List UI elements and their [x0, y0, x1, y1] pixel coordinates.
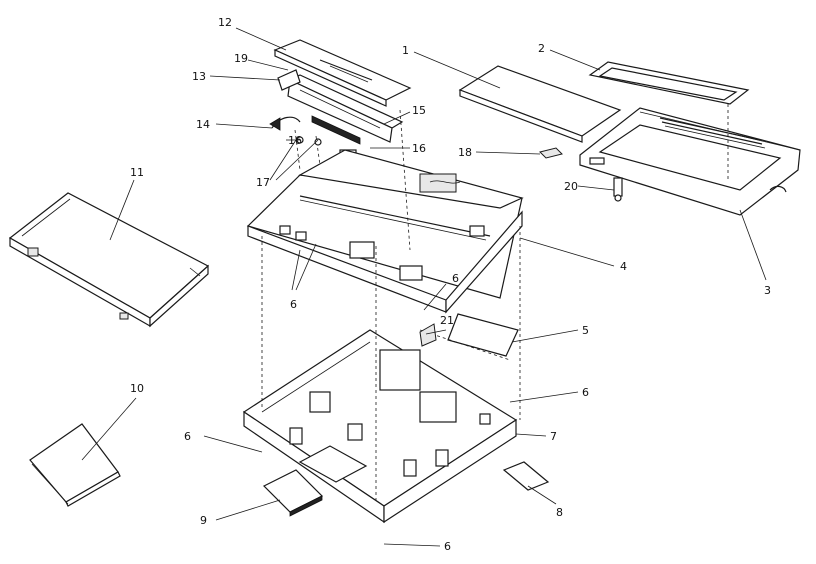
part-7-base — [242, 329, 518, 524]
label-5: 5 — [582, 324, 589, 337]
label-14: 14 — [196, 118, 210, 131]
label-1: 1 — [402, 44, 409, 57]
part-labels: 1 2 3 4 5 6 6 6 6 6 7 8 9 10 11 12 13 14… — [130, 16, 771, 553]
label-21: 21 — [440, 314, 454, 327]
part-1-cover-panel — [458, 65, 622, 143]
label-19: 19 — [234, 52, 248, 65]
label-13: 13 — [192, 70, 206, 83]
label-11: 11 — [130, 166, 144, 179]
label-6a: 6 — [290, 298, 297, 311]
label-6d: 6 — [184, 430, 191, 443]
label-17: 17 — [256, 176, 270, 189]
part-20-foot — [613, 177, 623, 202]
part-18-tab — [539, 147, 563, 159]
label-15: 15 — [412, 104, 426, 117]
part-3-keyboard-rows — [659, 117, 766, 149]
label-18: 18 — [458, 146, 472, 159]
label-12: 12 — [218, 16, 232, 29]
label-7: 7 — [550, 430, 557, 443]
part-10-manual — [29, 423, 121, 507]
part-11-top-cover — [8, 192, 210, 328]
label-6e: 6 — [444, 540, 451, 553]
part-5-circuit-board — [419, 313, 519, 361]
part-21-bracket — [419, 323, 437, 347]
label-16a: 16 — [288, 134, 302, 147]
label-6b: 6 — [452, 272, 459, 285]
part-9-cartridge — [262, 469, 324, 517]
label-20: 20 — [564, 180, 578, 193]
label-6c: 6 — [582, 386, 589, 399]
label-3: 3 — [764, 284, 771, 297]
label-16b: 16 — [412, 142, 426, 155]
part-12-top-bar — [273, 39, 412, 107]
part-13-clip — [277, 69, 301, 91]
label-8: 8 — [556, 506, 563, 519]
label-4: 4 — [620, 260, 627, 273]
part-3-case-top — [579, 107, 801, 216]
alignment-lines — [261, 104, 729, 500]
leader-lines — [81, 27, 767, 547]
part-2-frame — [588, 61, 750, 105]
part-14-spring — [269, 116, 301, 131]
label-2: 2 — [538, 42, 545, 55]
part-8-plate — [502, 461, 550, 491]
label-9: 9 — [200, 514, 207, 527]
label-10: 10 — [130, 382, 144, 395]
part-4-chassis — [246, 149, 524, 314]
